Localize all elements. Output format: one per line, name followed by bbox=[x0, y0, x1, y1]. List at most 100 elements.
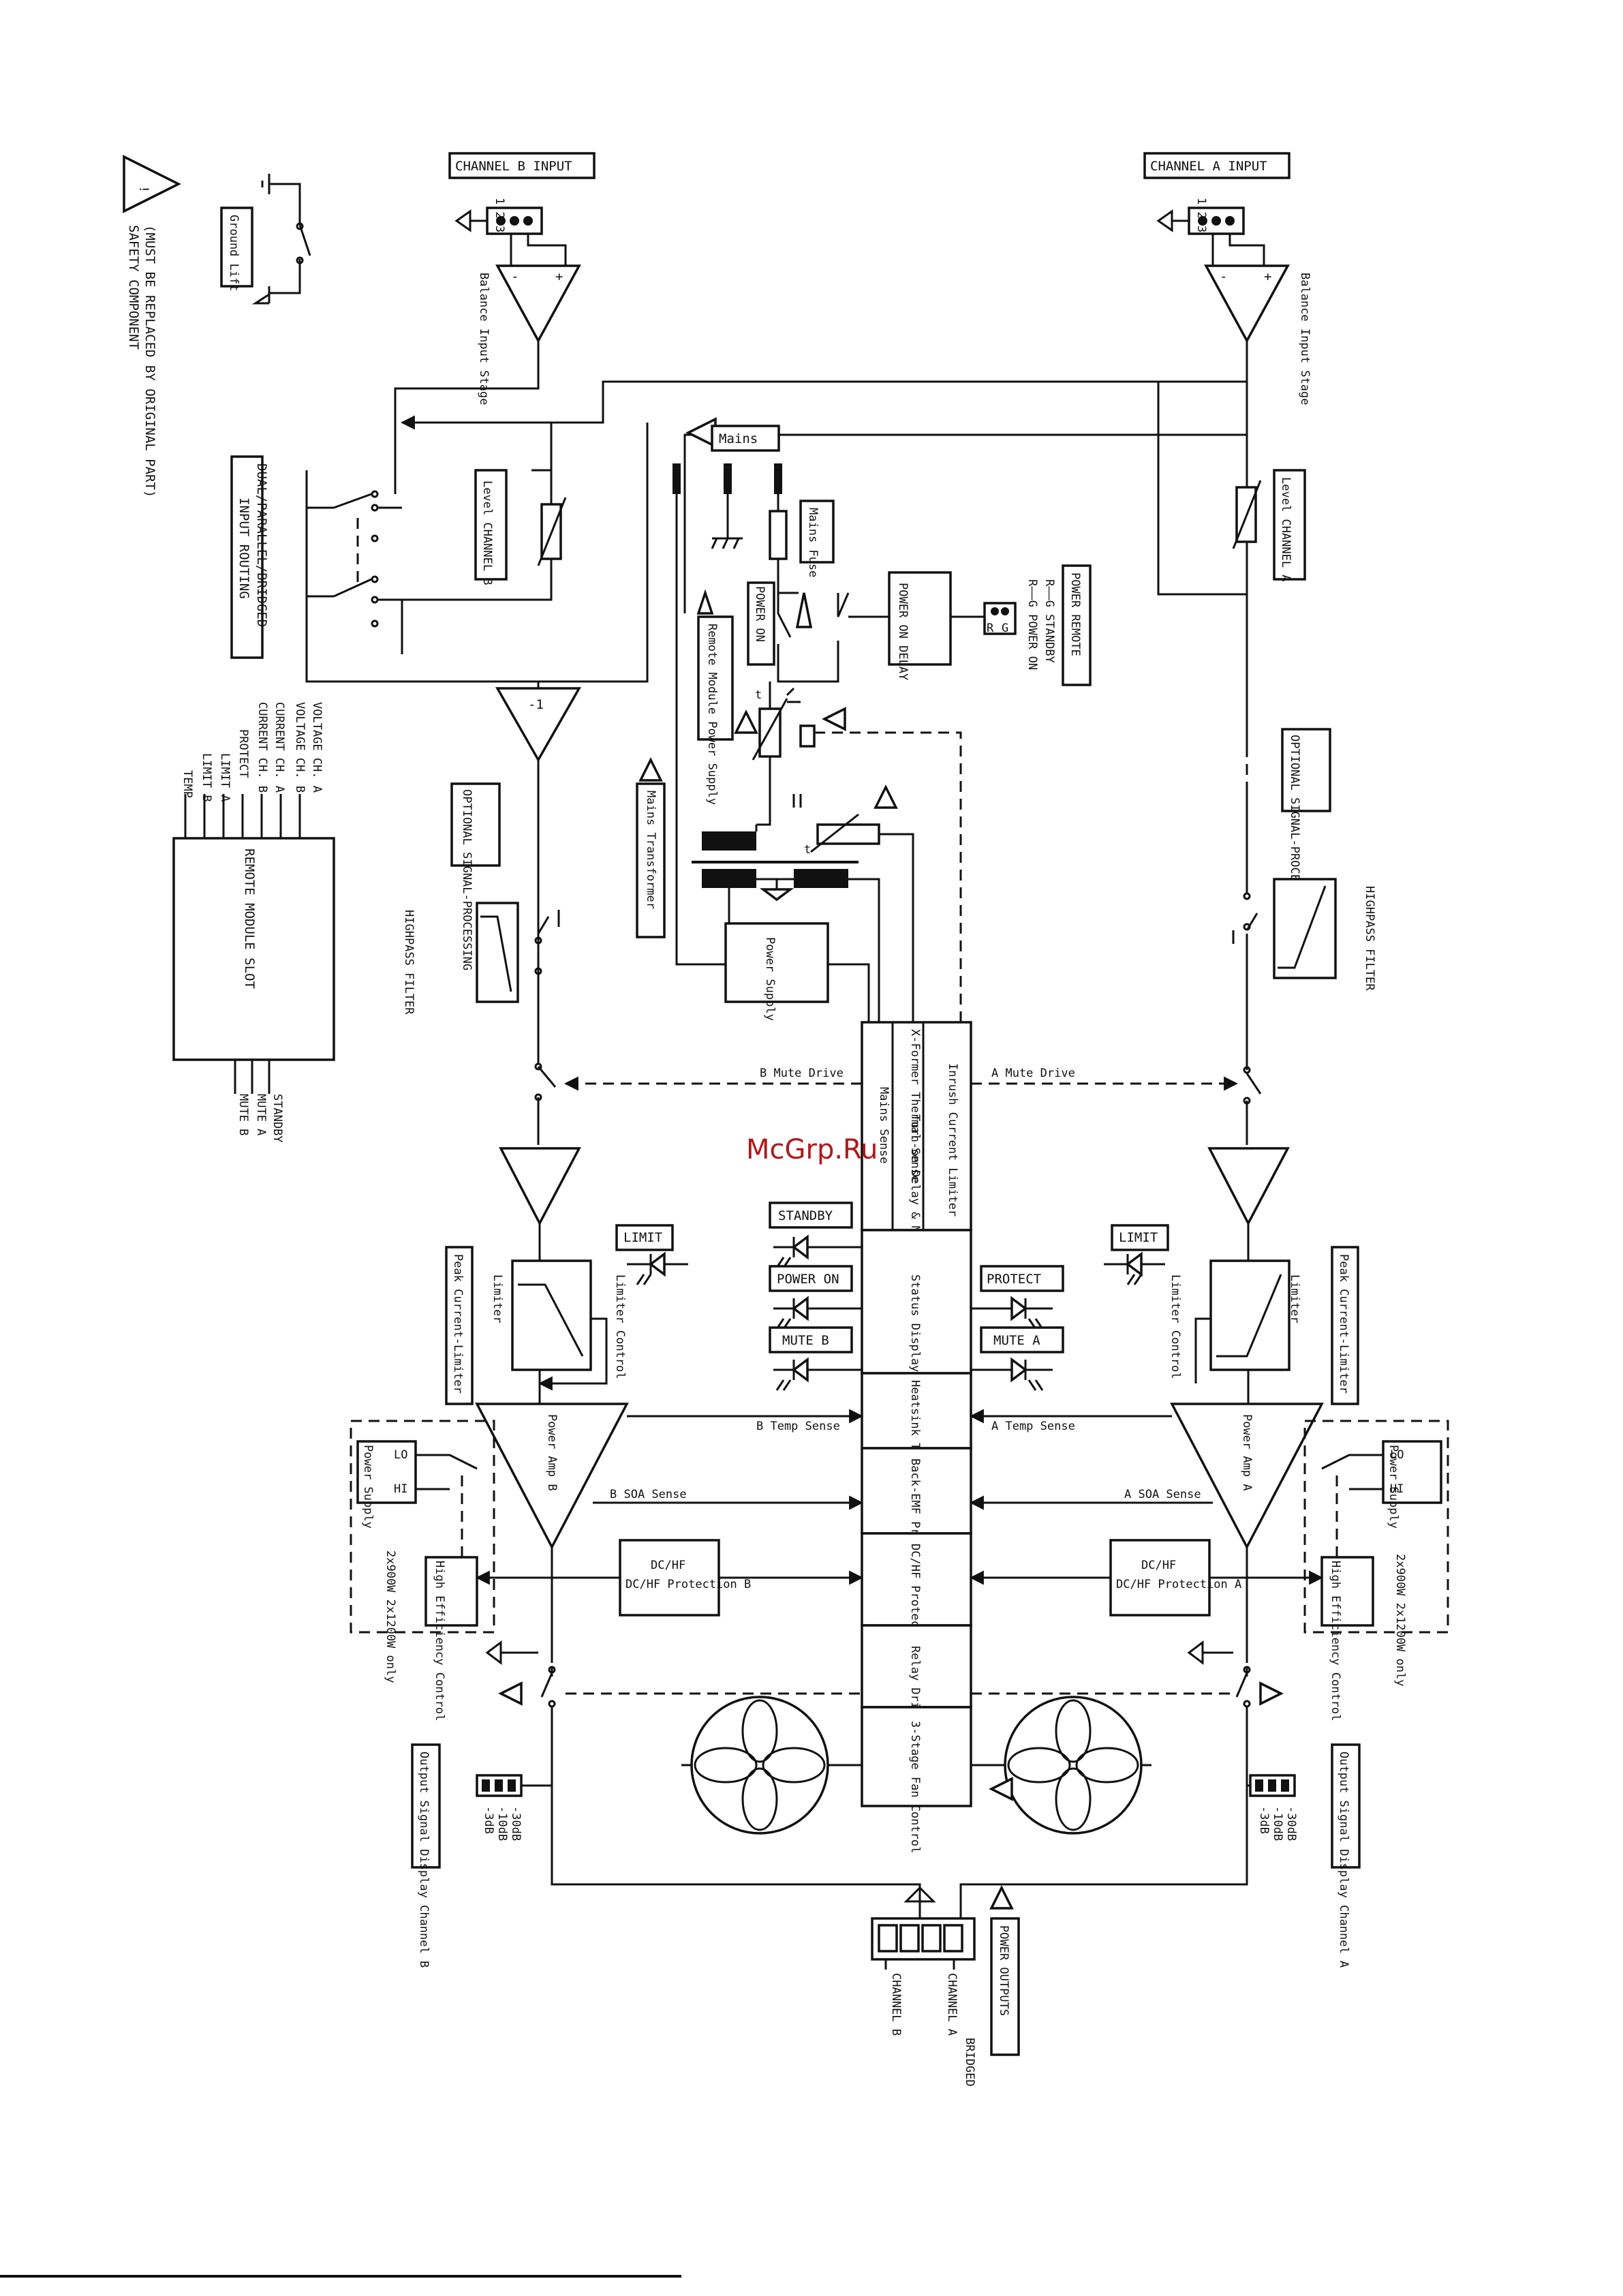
pin-g: G bbox=[1002, 622, 1008, 635]
power-amp-b bbox=[475, 1403, 629, 1550]
efficiency-control-b: High Efficiency Control 2x900W 2x1200W o… bbox=[384, 1550, 540, 1721]
mains-connector: Mains bbox=[673, 417, 782, 675]
mute-a-indicator: MUTE A bbox=[971, 1326, 1064, 1391]
power-outputs-warning-icon bbox=[989, 1885, 1014, 1910]
safety-warning-icon: ! bbox=[123, 155, 181, 213]
limiter-control-b-label: Limiter Control bbox=[613, 1274, 627, 1379]
mute-a-label: MUTE A bbox=[993, 1333, 1040, 1348]
power-remote-connector: R G POWER REMOTE R——G POWER ON R——G STAN… bbox=[983, 564, 1092, 686]
power-outputs-connector: POWER OUTPUTS CHANNEL A CHANNEL B BRIDGE… bbox=[871, 1885, 1020, 2087]
power-remote-standby: R——G STANDBY bbox=[1042, 579, 1056, 663]
ctrl-fan: 3-Stage Fan Control bbox=[908, 1721, 922, 1853]
standby-label: STANDBY bbox=[778, 1208, 833, 1223]
input-routing-block: INPUT ROUTING DUAL/PARALLEL/BRIDGED bbox=[230, 455, 403, 659]
mains-transformer-label: Mains Transformer bbox=[644, 791, 658, 909]
output-relay-b bbox=[485, 1640, 862, 1765]
limiter-b: Limiter Limiter Control Peak Current-Lim… bbox=[445, 1246, 627, 1405]
supply-b-label: Power Supply bbox=[361, 1445, 375, 1529]
mute-b-indicator: MUTE B bbox=[769, 1326, 862, 1391]
power-on-switch: POWER ON bbox=[747, 581, 850, 683]
optional-processing-b-label: OPTIONAL SIGNAL-PROCESSING bbox=[460, 789, 474, 970]
preamp-a bbox=[1207, 1147, 1290, 1226]
supply-b: Power Supply LO HI bbox=[356, 1440, 478, 1557]
level-b-label-box bbox=[474, 469, 508, 581]
ctrl-mains-sense: Mains Sense bbox=[877, 1087, 891, 1164]
highpass-filter-b: HIGHPASS FILTER bbox=[402, 902, 560, 1015]
transformer-thermal-sensor: t bbox=[792, 784, 914, 1022]
central-controller: Inrush Current Limiter X-Former Thermal … bbox=[861, 1021, 972, 1853]
level-b-potentiometer bbox=[402, 423, 567, 601]
mains-label: Mains bbox=[719, 431, 758, 446]
level-a-label-box bbox=[1273, 469, 1306, 581]
display-a-label: Output Signal Display Channel A bbox=[1337, 1751, 1350, 1968]
channel-b-balance-label: Balance Input Stage bbox=[477, 273, 491, 405]
variant-b-label: 2x900W 2x1200W only bbox=[384, 1550, 397, 1683]
peak-limiter-b-label: Peak Current-Limiter bbox=[451, 1254, 465, 1394]
slot-signal-standby: STANDBY bbox=[270, 1094, 284, 1143]
highpass-a-label: HIGHPASS FILTER bbox=[1363, 886, 1376, 991]
limiter-b-label: Limiter bbox=[491, 1274, 504, 1323]
channel-a-balance-stage bbox=[1204, 264, 1290, 343]
efficiency-control-a: High Efficiency Control 2x900W 2x1200W o… bbox=[1248, 1554, 1407, 1721]
efficiency-region-b bbox=[350, 1420, 495, 1634]
a-temp-label: A Temp Sense bbox=[991, 1420, 1075, 1433]
slot-signal-mute-a: MUTE A bbox=[254, 1094, 268, 1135]
power-on-label: POWER ON bbox=[777, 1272, 839, 1287]
highpass-filter-a: HIGHPASS FILTER bbox=[1232, 878, 1376, 1067]
output-display-a: Output Signal Display Channel A -3dB -10… bbox=[1247, 1743, 1361, 1968]
power-amp-a-label: Power Amp A bbox=[1240, 1414, 1254, 1491]
remote-module-slot: REMOTE MODULE SLOT VOLTAGE CH. A VOLTAGE… bbox=[172, 702, 335, 1143]
remote-slot-label: REMOTE MODULE SLOT bbox=[242, 848, 257, 989]
svg-text:!: ! bbox=[136, 185, 151, 193]
channel-a-input-label: CHANNEL A INPUT bbox=[1150, 159, 1267, 174]
power-on-delay-block: POWER ON DELAY bbox=[848, 571, 985, 680]
channel-a-minus: - bbox=[1220, 269, 1227, 284]
efficiency-a-label: High Efficiency Control bbox=[1329, 1561, 1342, 1721]
slot-signal-limit-a: LIMIT A bbox=[218, 753, 232, 802]
fan-warning-icon bbox=[989, 1777, 1013, 1801]
channel-b-plus: + bbox=[555, 269, 563, 284]
slot-signal-mute-b: MUTE B bbox=[236, 1094, 250, 1135]
svg-text:DC/HF: DC/HF bbox=[1141, 1559, 1176, 1572]
a-soa-label: A SOA Sense bbox=[1124, 1488, 1201, 1501]
dchf-protection-b: DC/HF DC/HF Protection B bbox=[540, 1539, 862, 1617]
power-supply-block: Power Supply bbox=[724, 922, 829, 1021]
inverter-label: -1 bbox=[528, 697, 544, 712]
protect-indicator: PROTECT bbox=[971, 1265, 1064, 1330]
limit-a-label: LIMIT bbox=[1119, 1230, 1158, 1245]
power-amp-b-label: Power Amp B bbox=[545, 1414, 559, 1491]
level-b-label: Level CHANNEL B bbox=[480, 480, 494, 585]
limiter-a: Limiter Limiter Control Peak Current-Lim… bbox=[1169, 1246, 1359, 1405]
slot-signal-limit-b: LIMIT B bbox=[200, 753, 213, 802]
supply-b-hi: HI bbox=[394, 1482, 407, 1496]
power-remote-label: POWER REMOTE bbox=[1068, 572, 1082, 656]
thermistor-t: t bbox=[755, 688, 762, 702]
output-ch-a-label: CHANNEL A bbox=[945, 1973, 959, 2036]
svg-text:DC/HF: DC/HF bbox=[651, 1559, 685, 1572]
channel-b-pins: 1 2 3 bbox=[493, 198, 506, 232]
channel-b-balance-stage bbox=[495, 264, 581, 343]
display-a-level-3: -30dB bbox=[1284, 1806, 1298, 1841]
power-outputs-label: POWER OUTPUTS bbox=[997, 1925, 1010, 2016]
channel-b-input-label: CHANNEL B INPUT bbox=[455, 159, 572, 174]
output-relay-a bbox=[971, 1640, 1284, 1765]
remote-supply-label: Remote Module Power Supply bbox=[705, 624, 719, 805]
pin-r: R bbox=[987, 622, 994, 635]
power-on-indicator: POWER ON bbox=[769, 1265, 862, 1330]
input-routing-modes: DUAL/PARALLEL/BRIDGED bbox=[254, 463, 269, 627]
channel-a-balance-label: Balance Input Stage bbox=[1298, 273, 1312, 405]
slot-signal-current-a: CURRENT CH. A bbox=[273, 702, 286, 793]
slot-signal-temp: TEMP bbox=[181, 770, 194, 798]
ctrl-inrush: Inrush Current Limiter bbox=[946, 1063, 959, 1216]
remote-module-power-supply: Remote Module Power Supply bbox=[696, 589, 734, 805]
mains-fuse-label: Mains Fuse bbox=[806, 508, 820, 577]
mains-fuse: Mains Fuse bbox=[769, 500, 835, 594]
supply-a: Power Supply LO HI bbox=[1321, 1440, 1442, 1557]
peak-limiter-a-label: Peak Current-Limiter bbox=[1337, 1254, 1350, 1394]
standby-indicator: STANDBY bbox=[769, 1201, 862, 1268]
limit-a-indicator: LIMIT bbox=[1104, 1224, 1169, 1285]
power-on-switch-label: POWER ON bbox=[753, 586, 767, 642]
mute-relay-b bbox=[534, 1022, 557, 1145]
inrush-thermistor: t bbox=[734, 682, 962, 1022]
